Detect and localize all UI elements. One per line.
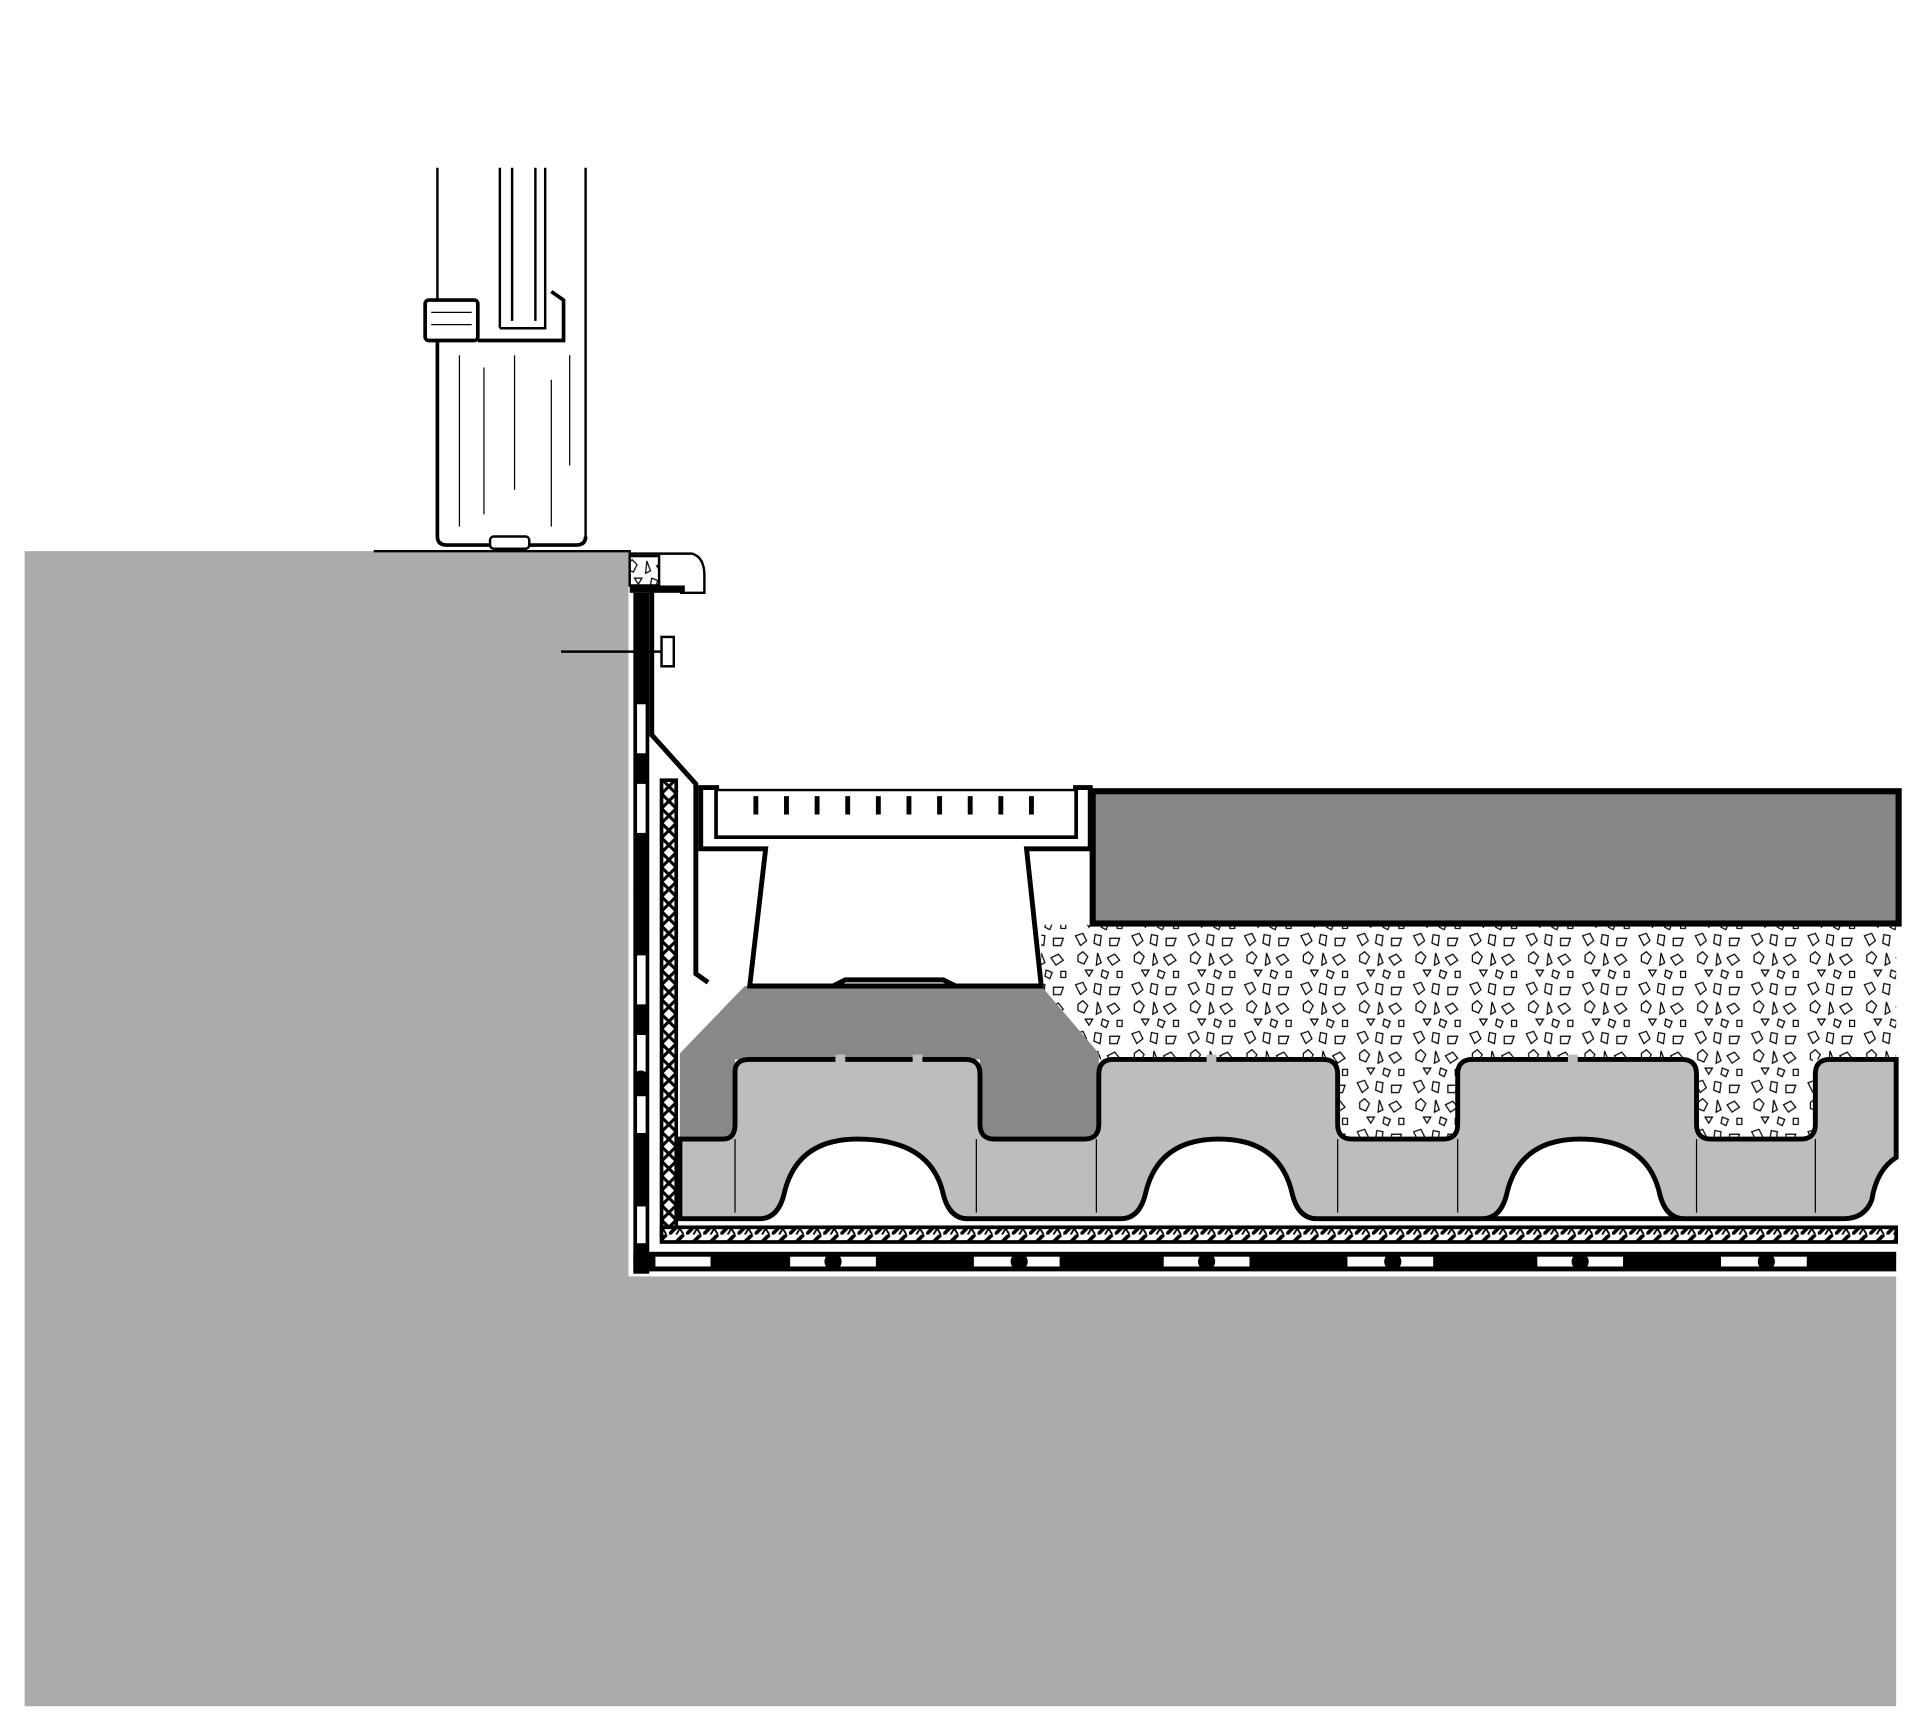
drain-mortar-bed [679, 985, 1099, 1140]
protection-layer-vertical [659, 778, 679, 1238]
paving-slab [1089, 788, 1902, 927]
waterproof-membrane [628, 592, 1897, 1277]
window-frame [423, 167, 588, 550]
gravel-bed [1041, 924, 1897, 1140]
sealant-block [628, 554, 661, 587]
drainage-board-joints [734, 1139, 1816, 1213]
flashing [649, 587, 710, 985]
drain-grate [715, 788, 1077, 838]
drainage-board [677, 1057, 1899, 1222]
concrete-slab [24, 551, 1897, 1707]
drain-channel [698, 785, 1093, 989]
filter-fleece-dashes [835, 1054, 1578, 1065]
protection-layer-horizontal [659, 1225, 1899, 1244]
fixing-bolt [660, 635, 676, 668]
